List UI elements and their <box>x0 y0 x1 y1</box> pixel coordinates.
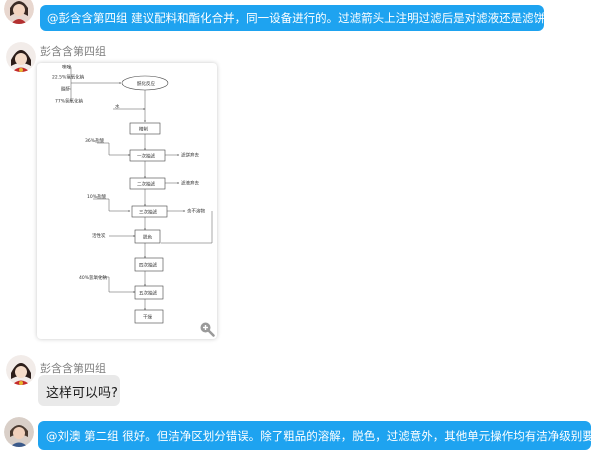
avatar[interactable] <box>6 42 36 72</box>
sender-name: 彭含含第四组 <box>40 362 106 375</box>
step-label: 二次抽滤 <box>137 181 155 188</box>
avatar[interactable] <box>4 0 34 24</box>
input-label: 22.5%氢氧化钠 <box>52 74 85 81</box>
message-bubble: 这样可以吗? <box>38 375 120 406</box>
step-label: 酰化反应 <box>137 80 155 87</box>
avatar[interactable] <box>4 417 34 447</box>
avatar[interactable] <box>6 355 36 385</box>
input-label: 咪唑 <box>62 64 71 71</box>
output-label: 滤液弃去 <box>181 180 199 187</box>
acid-label: 36%盐酸 <box>85 137 105 144</box>
message-bubble: @彭含含第四组 建议配料和酯化合并，同一设备进行的。过滤箭头上注明过滤后是对滤液… <box>40 5 568 31</box>
avatar-icon <box>4 417 34 447</box>
output-label: 滤饼弃去 <box>181 152 199 159</box>
step-label: 一次抽滤 <box>137 153 155 160</box>
sender-name: 彭含含第四组 <box>40 45 106 58</box>
acid-label: 10%盐酸 <box>87 193 107 200</box>
zoom-in-icon[interactable] <box>199 321 215 337</box>
message-text: @刘澳 第二组 很好。但洁净区划分错误。除了粗品的溶解，脱色，过滤意外，其他单元… <box>46 429 600 443</box>
carbon-label: 活性炭 <box>92 232 106 239</box>
step-label: 脱色 <box>143 234 152 241</box>
avatar-icon <box>4 0 34 24</box>
message-bubble: @刘澳 第二组 很好。但洁净区划分错误。除了粗品的溶解，脱色，过滤意外，其他单元… <box>38 421 600 450</box>
base-label: 40%氢氧化钠 <box>79 274 108 281</box>
step-label: 干燥 <box>143 314 152 321</box>
water-label: 水 <box>115 103 120 110</box>
step-label: 三次抽滤 <box>139 209 157 216</box>
message-text: 这样可以吗? <box>46 386 118 401</box>
flowchart-image[interactable]: 咪唑 22.5%氢氧化钠 醋酐 77%氢氧化钠 水 36%盐酸 10%盐酸 活性… <box>37 63 217 339</box>
avatar-icon <box>6 355 36 385</box>
avatar-icon <box>6 42 36 72</box>
step-label: 四次抽滤 <box>139 262 157 269</box>
message-text: @彭含含第四组 建议配料和酯化合并，同一设备进行的。过滤箭头上注明过滤后是对滤液… <box>47 11 569 25</box>
input-label: 醋酐 <box>61 86 70 93</box>
flowchart-diagram: 咪唑 22.5%氢氧化钠 醋酐 77%氢氧化钠 水 36%盐酸 10%盐酸 活性… <box>52 64 213 324</box>
step-label: 精制 <box>139 126 148 133</box>
input-label: 77%氢氧化钠 <box>55 98 84 105</box>
output-label: 含不溶物 <box>187 208 205 215</box>
step-label: 五次抽滤 <box>139 290 157 297</box>
